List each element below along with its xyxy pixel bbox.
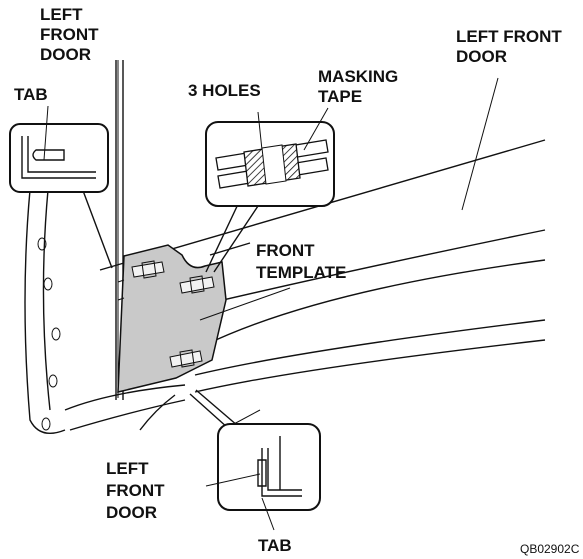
- masking-tape-piece: [179, 275, 215, 294]
- callout-tab-bottom: [189, 389, 321, 531]
- callout-tab-top: [9, 105, 113, 269]
- masking-tape-piece: [169, 349, 203, 368]
- callout-holes-tape: [205, 107, 335, 273]
- masking-tape-piece: [131, 260, 165, 279]
- leader-front-template: [199, 287, 291, 321]
- label-left-front-door-bottom: LEFT FRONT DOOR: [106, 459, 169, 522]
- label-masking-tape: MASKING TAPE: [318, 67, 403, 106]
- figure-code: QB02902C: [520, 542, 580, 556]
- leader-left-front-door-right: [461, 77, 499, 211]
- label-three-holes: 3 HOLES: [188, 81, 261, 100]
- front-template: [117, 244, 227, 393]
- label-front-template: FRONT TEMPLATE: [256, 241, 346, 282]
- label-left-front-door-top-left: LEFT FRONT DOOR: [40, 5, 103, 64]
- label-left-front-door-top-right: LEFT FRONT DOOR: [456, 27, 567, 66]
- label-tab-top: TAB: [14, 85, 48, 104]
- label-tab-bottom: TAB: [258, 536, 292, 555]
